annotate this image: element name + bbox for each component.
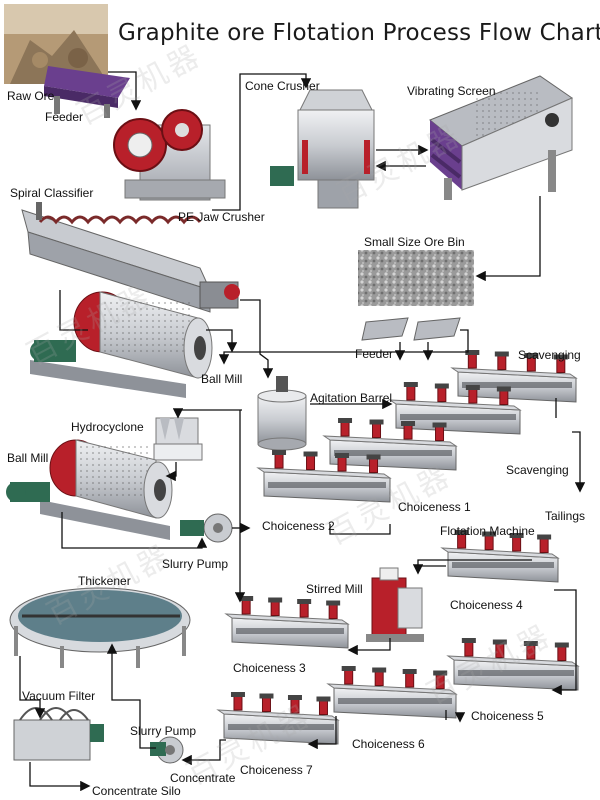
label-thickener: Thickener xyxy=(78,574,131,588)
flotation-bank-choiceness-2 xyxy=(256,450,392,503)
label-slurry-pump-2: Slurry Pump xyxy=(130,724,197,738)
flotation-cell-motor xyxy=(233,695,243,711)
label-scavenging-1: Scavenging xyxy=(518,348,581,362)
flotation-cell-motor xyxy=(318,700,328,715)
flotation-cell-motor xyxy=(468,388,478,404)
label-agitation-barrel: Agitation Barrel xyxy=(310,391,393,405)
flotation-banks xyxy=(216,350,580,745)
small-ore-bin xyxy=(358,250,474,306)
flotation-bank-choiceness-7 xyxy=(216,692,340,745)
jaw-crusher xyxy=(113,109,226,201)
label-feeder-top: Feeder xyxy=(45,110,84,124)
label-stirred-mill: Stirred Mill xyxy=(306,582,363,596)
stirred-mill xyxy=(366,567,424,642)
flotation-cell-motor xyxy=(437,387,447,402)
flotation-bank-choiceness-3 xyxy=(224,596,350,649)
label-slurry-pump-1: Slurry Pump xyxy=(162,557,229,571)
flotation-cell-motor xyxy=(270,601,280,616)
flotation-bank-choiceness-6 xyxy=(326,666,458,719)
label-small-size-ore-bin: Small Size Ore Bin xyxy=(364,235,465,249)
flotation-cell-motor xyxy=(467,353,477,369)
flotation-cell-motor xyxy=(495,643,505,658)
flotation-cell-motor xyxy=(526,644,536,660)
flotation-cell-motor xyxy=(435,426,445,441)
label-vibrating-screen: Vibrating Screen xyxy=(407,84,496,98)
flotation-cell-motor xyxy=(299,602,309,618)
raw-ore-pile xyxy=(4,4,108,84)
feeders-mid xyxy=(361,317,461,341)
flotation-cell-motor xyxy=(374,671,384,686)
spiral-classifier xyxy=(21,202,240,313)
label-ball-mill-2: Ball Mill xyxy=(7,451,49,465)
flotation-cell-motor xyxy=(435,674,445,689)
flotation-cell-motor xyxy=(337,456,347,472)
flotation-cell-motor xyxy=(290,698,300,714)
flotation-bank-choiceness-1 xyxy=(322,418,458,471)
label-cone-crusher: Cone Crusher xyxy=(245,79,320,93)
label-raw-ore: Raw Ore xyxy=(7,89,55,103)
label-choiceness-5: Choiceness 5 xyxy=(471,709,544,723)
label-concentrate: Concentrate xyxy=(170,771,236,785)
flotation-cell-motor xyxy=(369,458,379,473)
vibrating-feeder-top xyxy=(44,66,130,118)
label-choiceness-6: Choiceness 6 xyxy=(352,737,425,751)
thickener xyxy=(9,587,191,668)
flotation-cell-motor xyxy=(557,646,567,661)
label-hydrocyclone: Hydrocyclone xyxy=(71,420,144,434)
label-vacuum-filter: Vacuum Filter xyxy=(22,689,96,703)
flotation-bank-scavenging-2 xyxy=(388,382,522,435)
flotation-cell-motor xyxy=(406,385,416,401)
flotation-cell-motor xyxy=(344,669,354,685)
flotation-cell-motor xyxy=(464,641,474,657)
flotation-cell-motor xyxy=(372,423,382,438)
vibrating-screen xyxy=(429,75,574,200)
label-scavenging-2: Scavenging xyxy=(506,463,569,477)
label-choiceness-1: Choiceness 1 xyxy=(398,500,471,514)
hydrocyclone xyxy=(153,417,203,461)
slurry-pump-1 xyxy=(180,513,233,543)
flotation-cell-motor xyxy=(340,421,350,437)
label-choiceness-2: Choiceness 2 xyxy=(262,519,335,533)
flotation-cell-motor xyxy=(403,424,413,440)
agitation-barrel xyxy=(257,376,307,451)
label-feeder-mid: Feeder xyxy=(355,347,394,361)
flotation-bank-choiceness-5 xyxy=(446,638,580,691)
flotation-cell-motor xyxy=(241,599,251,615)
label-choiceness-7: Choiceness 7 xyxy=(240,763,313,777)
flotation-cell-motor xyxy=(497,355,507,370)
cone-crusher xyxy=(270,89,375,209)
vacuum-filter xyxy=(13,707,104,761)
label-choiceness-3: Choiceness 3 xyxy=(233,661,306,675)
flotation-bank-scavenging-1 xyxy=(450,350,578,403)
label-pe-jaw-crusher: PE Jaw Crusher xyxy=(178,210,265,224)
page-title: Graphite ore Flotation Process Flow Char… xyxy=(118,20,600,46)
flotation-cell-motor xyxy=(306,455,316,470)
flow-arrows xyxy=(19,71,586,792)
flotation-cell-motor xyxy=(328,604,338,619)
label-choiceness-4: Choiceness 4 xyxy=(450,598,523,612)
flotation-cell-motor xyxy=(261,697,271,712)
ball-mill-1 xyxy=(30,291,213,398)
flotation-cell-motor xyxy=(499,390,509,405)
label-concentrate-silo: Concentrate Silo xyxy=(92,784,181,798)
ball-mill-2 xyxy=(6,439,173,540)
label-ball-mill-1: Ball Mill xyxy=(201,372,243,386)
label-spiral-classifier: Spiral Classifier xyxy=(10,186,94,200)
label-flotation-machine: Flotation Machine xyxy=(440,524,535,538)
flotation-cell-motor xyxy=(274,453,284,469)
flotation-cell-motor xyxy=(405,672,415,688)
label-tailings: Tailings xyxy=(545,509,586,523)
slurry-pump-2 xyxy=(150,736,184,764)
flotation-cell-motor xyxy=(512,536,522,552)
flotation-cell-motor xyxy=(539,538,549,553)
